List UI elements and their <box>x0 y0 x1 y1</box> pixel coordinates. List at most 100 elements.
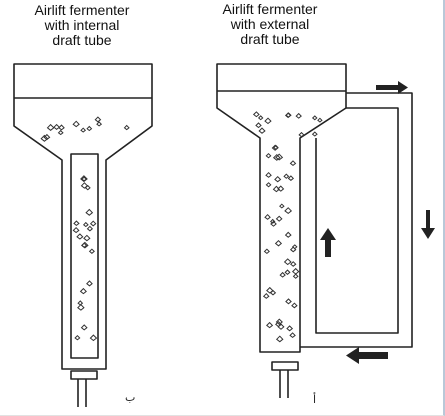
air-bubble <box>258 127 266 134</box>
air-bubble <box>266 286 274 294</box>
air-bubble <box>123 124 130 131</box>
air-bubble <box>292 273 299 279</box>
air-bubble <box>291 267 300 275</box>
external-loop-inner <box>315 107 399 334</box>
title-line: Airlift fermenter <box>34 2 130 18</box>
air-bubble <box>311 115 318 121</box>
air-bubble <box>275 215 283 222</box>
title-line: draft tube <box>240 31 300 47</box>
air-bubble <box>264 117 272 125</box>
air-bubble <box>80 182 89 189</box>
air-bubble <box>265 171 272 178</box>
air-bubble <box>83 234 91 242</box>
internal-draft-tube-fermenter <box>13 63 153 407</box>
air-bubble <box>255 122 262 129</box>
air-bubble <box>284 231 292 238</box>
external-draft-tube-fermenter <box>216 63 413 398</box>
air-bubble <box>275 335 284 343</box>
air-bubble <box>284 269 291 275</box>
air-bubble <box>89 220 97 227</box>
air-bubble <box>284 207 293 215</box>
vessel-outline <box>216 63 347 353</box>
air-bubble <box>80 324 88 331</box>
air-bubble <box>289 160 297 167</box>
air-bubble <box>252 111 260 118</box>
air-bubble <box>284 112 292 119</box>
air-bubble <box>285 298 292 305</box>
air-bubble <box>80 175 88 183</box>
air-bubble <box>275 318 283 325</box>
air-bubble <box>298 131 305 138</box>
air-bubble <box>86 225 94 232</box>
air-bubbles <box>40 111 323 343</box>
air-bubble <box>94 116 102 123</box>
air-bubble <box>79 287 87 295</box>
air-bubble <box>86 280 93 287</box>
figure-mark: أ <box>313 394 317 406</box>
air-bubble <box>277 185 285 192</box>
air-bubble <box>279 203 285 209</box>
air-bubble <box>57 129 64 136</box>
flow-arrow-down-icon <box>421 210 435 239</box>
air-bubble <box>77 303 85 311</box>
air-bubble <box>291 302 298 309</box>
air-bubble <box>295 112 302 119</box>
air-bubble <box>273 144 279 150</box>
vessel-outline <box>13 63 153 370</box>
air-bubble <box>58 124 65 131</box>
title-line: Airlift fermenter <box>222 1 318 17</box>
air-bubble <box>279 271 286 278</box>
flow-arrow-left-icon <box>346 347 388 364</box>
sparger <box>271 361 299 398</box>
air-bubble <box>85 208 94 216</box>
air-bubble <box>72 120 80 128</box>
air-bubble <box>89 334 98 342</box>
air-bubble <box>86 125 93 132</box>
air-bubble <box>291 244 298 250</box>
air-bubble <box>263 248 270 255</box>
air-bubble <box>43 133 51 141</box>
air-bubble <box>81 242 88 248</box>
air-bubble <box>272 153 281 161</box>
title-line: with external <box>230 16 310 32</box>
title-line: draft tube <box>52 32 112 48</box>
figure-mark: ب <box>125 392 136 404</box>
air-bubble <box>274 239 283 247</box>
external-draft-tube-title: Airlift fermenter with external draft tu… <box>206 2 334 47</box>
air-bubble <box>257 115 264 121</box>
air-bubble <box>286 325 294 332</box>
air-bubble <box>96 121 103 127</box>
air-bubble <box>262 292 270 299</box>
internal-draft-tube <box>70 153 99 359</box>
internal-draft-tube-title: Airlift fermenter with internal draft tu… <box>18 3 146 48</box>
air-bubble <box>287 175 295 181</box>
air-bubble <box>80 127 87 133</box>
air-bubble <box>283 173 290 179</box>
air-bubble <box>274 175 282 183</box>
air-bubble <box>290 261 297 267</box>
air-bubble <box>266 321 274 329</box>
air-bubble <box>72 226 80 234</box>
air-bubble <box>265 182 272 188</box>
air-bubble <box>311 131 318 137</box>
air-bubble <box>275 320 282 328</box>
title-line: with internal <box>44 17 120 33</box>
flow-arrow-up-icon <box>320 228 336 257</box>
air-bubble <box>46 123 55 131</box>
air-bubble <box>283 258 292 266</box>
air-bubble <box>275 153 284 161</box>
flow-arrow-right-icon <box>376 81 408 94</box>
air-bubble <box>82 221 89 228</box>
air-bubble <box>289 246 297 253</box>
air-bubble <box>317 117 323 123</box>
external-loop-outer <box>300 92 413 348</box>
air-bubble <box>77 300 84 306</box>
air-bubble <box>88 248 95 254</box>
air-bubble <box>53 123 61 131</box>
air-bubble <box>270 220 277 227</box>
air-bubble <box>73 220 80 227</box>
sparger <box>70 370 98 407</box>
air-bubble <box>265 152 272 159</box>
air-bubble <box>40 134 49 142</box>
